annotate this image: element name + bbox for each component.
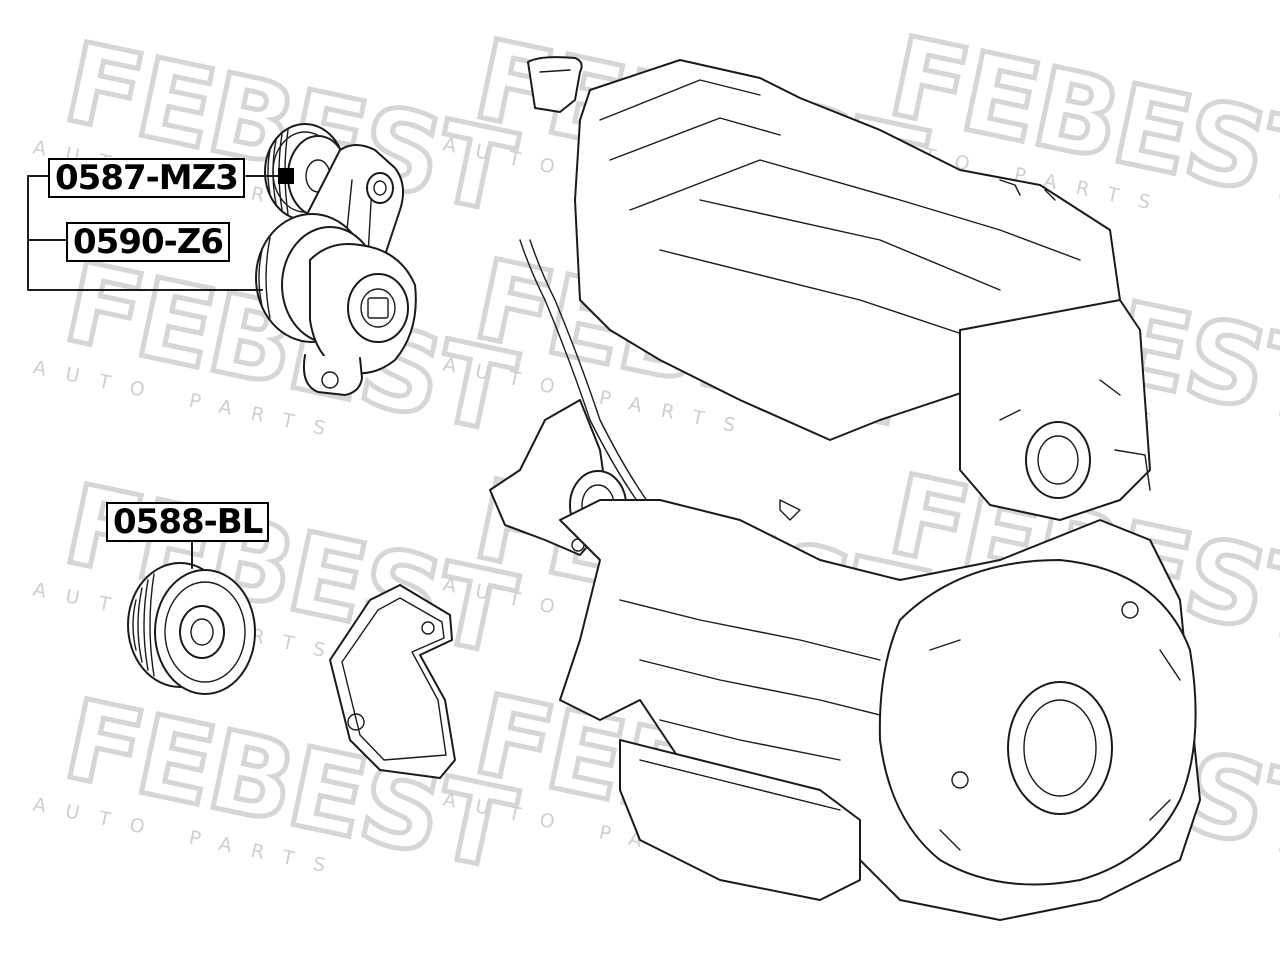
engine-block-drawing xyxy=(489,56,1201,921)
part-number-label-idler-pulley: 0588-BL xyxy=(106,502,270,542)
mounting-bracket-drawing xyxy=(329,584,456,779)
leader-lines xyxy=(27,168,294,569)
part-number-label-tensioner: 0587-MZ3 xyxy=(48,158,245,198)
belt-tensioner-drawing xyxy=(255,123,417,396)
part-number-label-tensioner-assembly: 0590-Z6 xyxy=(66,222,231,262)
idler-pulley-drawing xyxy=(127,562,256,695)
